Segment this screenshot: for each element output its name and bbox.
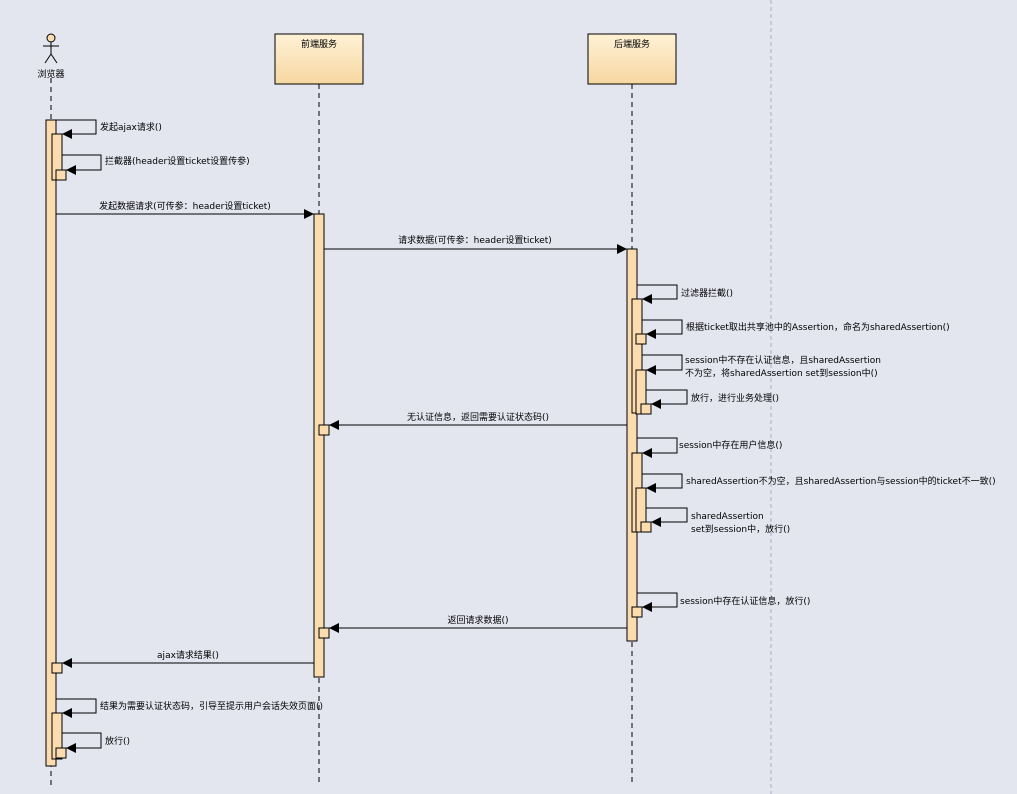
message-label-5: 根据ticket取出共享池中的Assertion，命名为sharedAssert… bbox=[686, 321, 950, 333]
participant-box-frontend bbox=[274, 33, 364, 85]
message-label-14: ajax请求结果() bbox=[157, 649, 219, 661]
message-label-15: 结果为需要认证状态码，引导至提示用户会话失效页面() bbox=[100, 700, 323, 712]
participant-label-frontend: 前端服务 bbox=[301, 38, 337, 50]
activation-frontend-main bbox=[313, 213, 325, 678]
activation-backend-8 bbox=[631, 606, 643, 618]
message-label-4: 过滤器拦截() bbox=[681, 287, 733, 299]
message-label-13: 返回请求数据() bbox=[447, 614, 508, 626]
activation-backend-7 bbox=[640, 521, 652, 533]
message-label-16: 放行() bbox=[105, 735, 130, 747]
message-label-8: 无认证信息，返回需要认证状态码() bbox=[407, 411, 549, 423]
activation-frontend-2 bbox=[318, 627, 330, 639]
message-arrow-1 bbox=[62, 154, 102, 175]
message-label-6: session中不存在认证信息，且sharedAssertion bbox=[685, 354, 881, 366]
message-label-7: 放行，进行业务处理() bbox=[691, 392, 779, 404]
message-label-2: 发起数据请求(可传参：header设置ticket) bbox=[99, 200, 271, 212]
participant-frontend: 前端服务 bbox=[274, 33, 364, 85]
activation-browser-main bbox=[45, 119, 57, 767]
participant-browser: 浏览器 bbox=[37, 33, 65, 80]
message-label-12: session中存在认证信息，放行() bbox=[680, 595, 810, 607]
message-label-1: 拦截器(header设置ticket设置传参) bbox=[105, 155, 250, 167]
activation-backend-2 bbox=[635, 333, 647, 345]
message-arrow-16 bbox=[62, 732, 102, 753]
activation-browser-2 bbox=[55, 169, 67, 181]
message-label-9: session中存在用户信息() bbox=[679, 439, 782, 451]
message-arrow-10 bbox=[642, 473, 683, 493]
participant-box-backend bbox=[587, 33, 677, 85]
message-arrow-12 bbox=[637, 592, 678, 612]
message-label-0: 发起ajax请求() bbox=[100, 121, 162, 133]
message-label-10: sharedAssertion不为空，且sharedAssertion与sess… bbox=[686, 475, 996, 487]
activation-backend-4 bbox=[640, 403, 652, 415]
message-label-11: sharedAssertion bbox=[691, 512, 764, 522]
activation-backend-main bbox=[626, 248, 638, 642]
activation-frontend-1 bbox=[318, 424, 330, 436]
message-arrow-0 bbox=[56, 119, 97, 139]
message-labels: 发起ajax请求() 拦截器(header设置ticket设置传参) 发起数据请… bbox=[99, 121, 995, 747]
message-arrow-15 bbox=[56, 698, 97, 718]
message-arrow-11 bbox=[646, 507, 688, 527]
message-arrow-5 bbox=[642, 319, 683, 339]
activation-browser-4 bbox=[51, 712, 63, 760]
participant-label-backend: 后端服务 bbox=[614, 38, 650, 50]
message-arrow-6 bbox=[642, 354, 683, 375]
activations bbox=[45, 119, 652, 767]
message-label-6b: 不为空，将sharedAssertion set到session中() bbox=[685, 367, 878, 379]
message-arrow-7 bbox=[646, 389, 688, 409]
participant-backend: 后端服务 bbox=[587, 33, 677, 85]
message-arrow-9 bbox=[637, 437, 678, 458]
messages bbox=[56, 119, 688, 753]
message-arrow-4 bbox=[637, 284, 678, 304]
actor-icon bbox=[43, 33, 59, 64]
activation-browser-5 bbox=[55, 747, 67, 759]
message-label-11b: set到session中，放行() bbox=[691, 523, 790, 535]
participant-label-browser: 浏览器 bbox=[37, 68, 64, 80]
activation-browser-3 bbox=[51, 662, 63, 674]
message-label-3: 请求数据(可传参：header设置ticket) bbox=[398, 234, 552, 246]
